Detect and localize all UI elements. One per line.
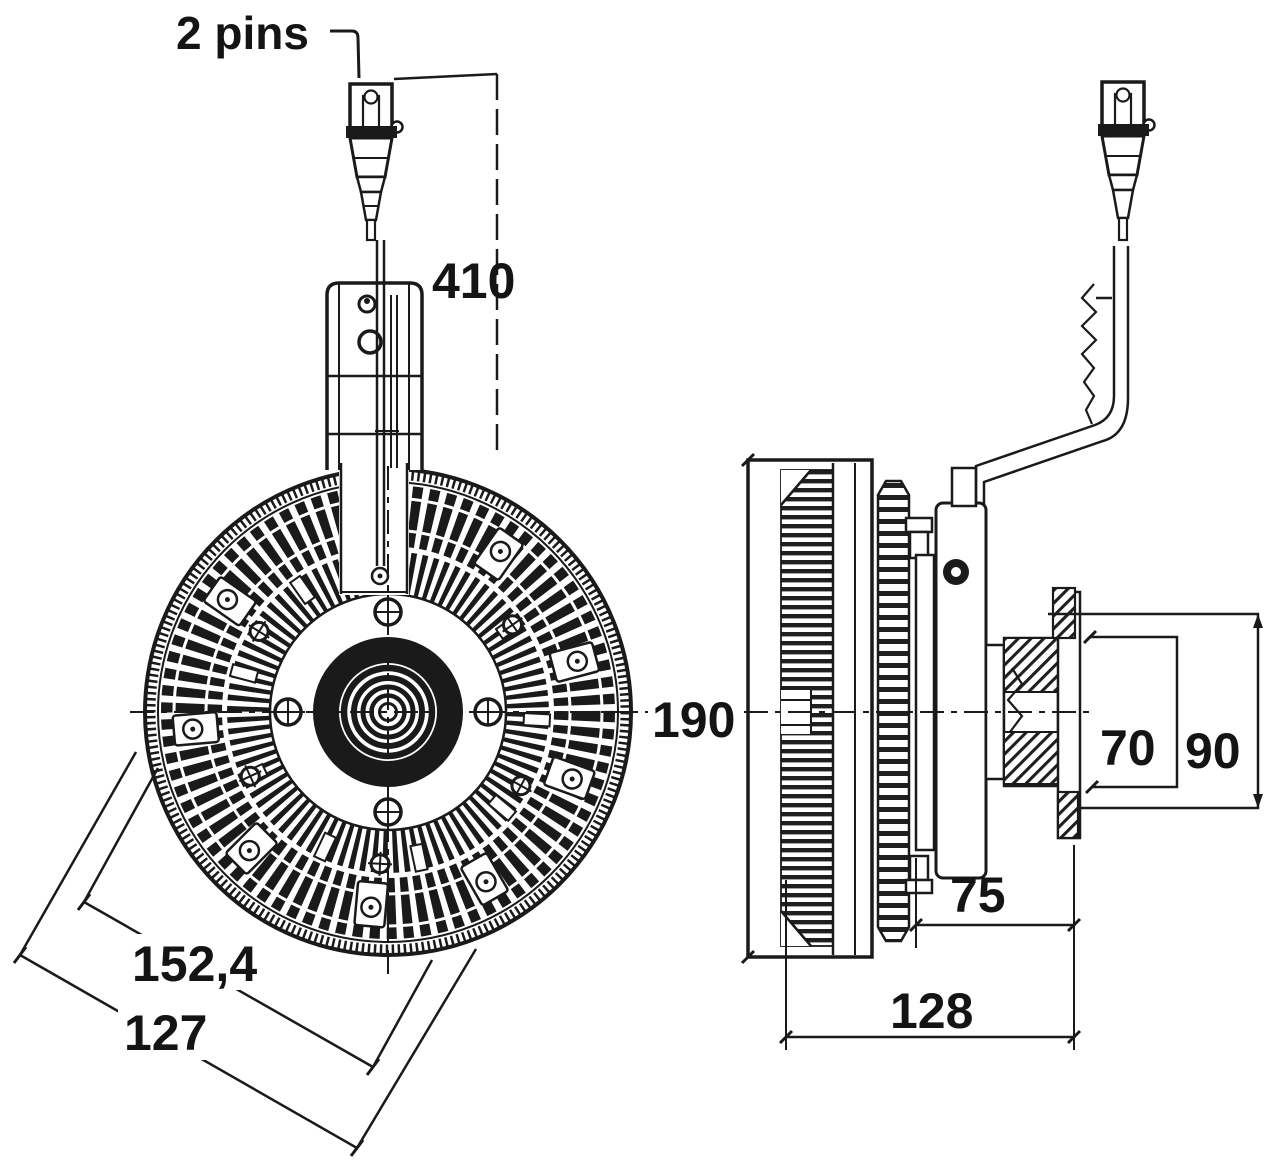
dim-190-label: 190 <box>652 692 735 748</box>
dim-128 <box>778 880 1082 1050</box>
pins-label: 2 pins <box>176 7 309 59</box>
dim-128-label: 128 <box>890 983 973 1039</box>
side-disc <box>740 452 874 965</box>
dim-152-label: 152,4 <box>132 936 257 992</box>
dim-410 <box>393 72 499 452</box>
pins-leader-line <box>330 29 361 79</box>
side-view: 190 70 90 75 128 <box>652 80 1263 1050</box>
dim-410-label: 410 <box>432 253 515 309</box>
fan-bolt-pads <box>171 527 601 929</box>
label-bg-152 <box>128 934 278 990</box>
dim-90-label: 90 <box>1185 723 1241 779</box>
dim-70 <box>1082 629 1179 795</box>
dim-70-label: 70 <box>1100 720 1156 776</box>
side-housing <box>934 466 988 880</box>
fan-cross-screws <box>238 614 532 876</box>
mounting-bracket <box>325 240 424 595</box>
side-wire-harness <box>974 246 1130 505</box>
side-connector <box>1098 80 1156 242</box>
dim-75-label: 75 <box>950 867 1006 923</box>
dim-75 <box>908 845 1082 1050</box>
front-centerlines <box>130 466 648 975</box>
front-view: 2 pins 410 152,4 127 <box>12 7 648 1157</box>
front-connector <box>346 82 404 242</box>
dim-90 <box>1048 612 1263 810</box>
dim-127-label: 127 <box>124 1005 207 1061</box>
label-bg-127 <box>118 1006 224 1060</box>
side-bolts-plate <box>904 516 936 895</box>
